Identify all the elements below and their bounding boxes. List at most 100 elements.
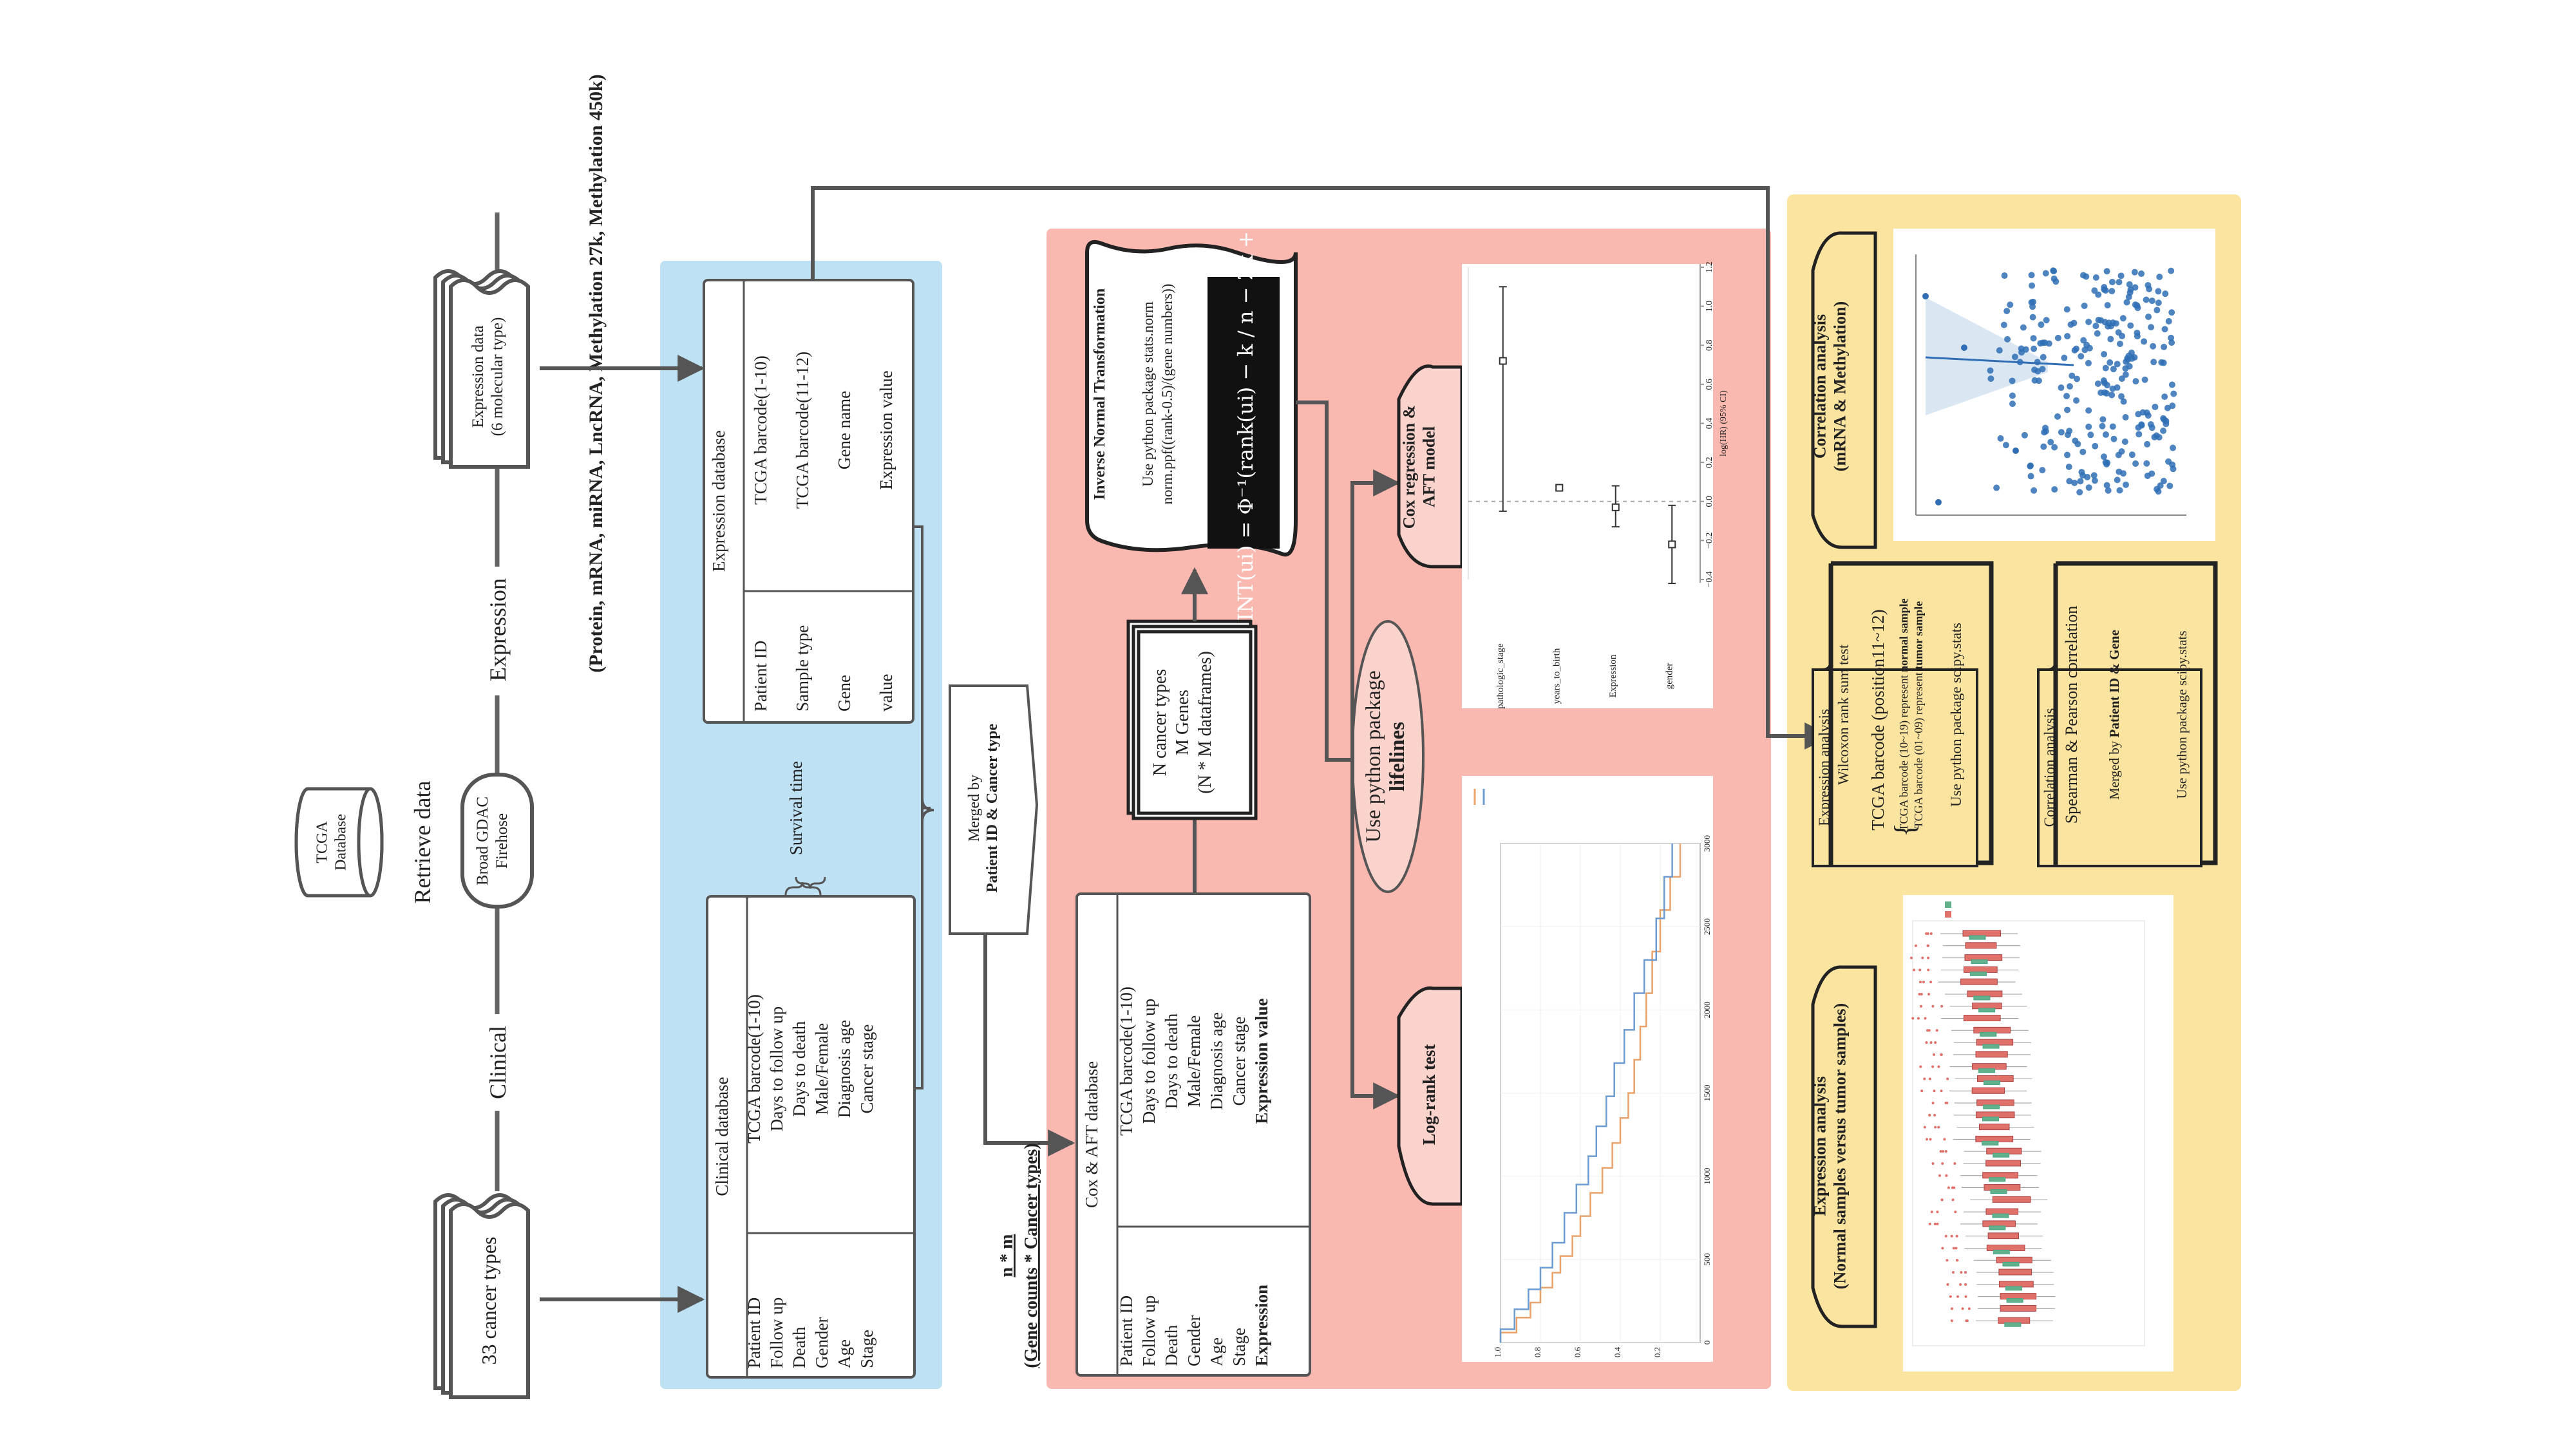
scatter-point	[2064, 333, 2071, 340]
scatter-point	[2080, 337, 2087, 344]
scatter-point	[2127, 322, 2134, 329]
scatter-point	[2029, 282, 2036, 289]
km-ytick: 0.4	[1613, 1346, 1622, 1357]
scatter-point	[2087, 431, 2094, 438]
boxplot-outlier	[1951, 1186, 1954, 1189]
text-line: Database	[332, 814, 349, 871]
scatter-point	[2155, 299, 2162, 306]
int-line1: Use python package stats.norm	[1140, 301, 1156, 487]
boxplot-normal-box	[2002, 1261, 2020, 1267]
scatter-point	[2028, 272, 2035, 279]
scatter-point	[2136, 431, 2143, 438]
km-curve	[1499, 844, 1673, 1343]
scatter-point	[2161, 393, 2168, 401]
scatter-point	[2144, 440, 2151, 448]
boxplot-outlier	[1929, 1138, 1932, 1141]
scatter-point	[2138, 270, 2145, 278]
scatter-point	[2170, 466, 2177, 473]
forest-point	[1499, 357, 1507, 365]
expression-database-table	[703, 279, 914, 724]
boxplot-outlier	[1928, 1113, 1931, 1117]
boxplot-outlier	[1929, 932, 1933, 935]
boxplot-outlier	[1953, 1162, 1956, 1165]
scatter-point	[2125, 294, 2132, 301]
arrow-expression-to-analysis	[811, 186, 1832, 750]
boxplot-tumor-box	[1979, 1124, 2010, 1131]
scatter-point	[2091, 477, 2098, 484]
boxplot-outlier	[1940, 1089, 1943, 1093]
km-ytick: 1.0	[1493, 1347, 1502, 1357]
scatter-point	[2155, 288, 2162, 295]
boxplot-outlier	[1961, 1307, 1964, 1310]
scatter-point	[2161, 326, 2168, 333]
scatter-point	[2065, 464, 2072, 471]
scatter-point	[2131, 269, 2138, 276]
scatter-point	[2168, 267, 2175, 274]
corr-analysis-subtitle: Spearman & Pearson correlation	[2062, 606, 2081, 824]
boxplot-outlier	[1940, 1004, 1944, 1008]
scatter-point	[2134, 333, 2141, 340]
lifelines-line2: lifelines	[1386, 722, 1409, 791]
boxplot-tumor-box	[1963, 1015, 2001, 1022]
scatter-point	[2101, 286, 2108, 293]
boxplot-outlier	[1927, 992, 1931, 995]
nm-label-line1: n * m	[997, 1234, 1017, 1278]
scatter-point	[2132, 378, 2139, 385]
survival-time-brace	[795, 876, 826, 889]
int-title: Inverse Normal Transformation	[1092, 288, 1108, 500]
correlation-bubble-label: Correlation analysis(mRNA & Methylation)	[1810, 301, 1849, 471]
scatter-point	[2031, 487, 2038, 494]
inverse-normal-transformation-block	[1085, 240, 1298, 557]
retrieve-data-label: Retrieve data	[410, 781, 435, 904]
boxplot-normal-box	[1989, 1177, 2006, 1182]
cox-regression-label: Cox regression &AFT model	[1399, 405, 1438, 529]
scatter-point	[2122, 371, 2129, 378]
scatter-point	[2018, 345, 2025, 352]
cox-left-field: Death	[1162, 1325, 1181, 1366]
scatter-point	[2009, 392, 2016, 399]
expression-bubble-label: Expression analysis(Normal samples versu…	[1810, 1003, 1849, 1289]
expression-database-title: Expression database	[709, 430, 728, 572]
boxplot-outlier	[1931, 1162, 1935, 1165]
boxplot-tumor-box	[2000, 1305, 2037, 1312]
scatter-point	[2166, 482, 2174, 489]
cox-left-field: Patient ID	[1117, 1296, 1136, 1366]
boxplot-outlier	[1955, 1247, 1958, 1250]
scatter-point	[2107, 359, 2114, 366]
corr-analysis-title: Correlation analysis	[2041, 708, 2058, 827]
scatter-point	[1997, 435, 2004, 442]
scatter-point	[2085, 423, 2092, 430]
boxplot-outlier	[1941, 1247, 1944, 1250]
scatter-point	[2027, 462, 2034, 469]
scatter-point	[2116, 487, 2123, 494]
text-line: AFT model	[1420, 426, 1439, 507]
boxplot-outlier	[1955, 1259, 1958, 1262]
scatter-point	[2146, 285, 2153, 292]
scatter-point	[2064, 406, 2071, 413]
boxplot-normal-box	[1980, 1032, 1997, 1037]
forest-point	[1555, 484, 1564, 492]
km-ytick: 0.2	[1653, 1347, 1662, 1357]
scatter-point	[2168, 334, 2175, 341]
boxplot-tumor-box	[1960, 978, 1998, 985]
scatter-point	[2141, 338, 2148, 345]
boxplot-outlier	[1944, 1234, 1947, 1238]
boxplot-outlier	[1964, 1283, 1967, 1286]
scatter-point	[2120, 470, 2127, 477]
scatter-point	[1935, 499, 1942, 505]
forest-tick-label: −0.4	[1705, 571, 1714, 587]
boxplot-tumor-box	[1975, 1051, 2008, 1058]
scatter-point	[2031, 377, 2038, 384]
int-line2: norm.ppf((rank-0.5)/(gene numbers))	[1159, 284, 1175, 505]
scatter-point	[2119, 332, 2126, 339]
boxplot-outlier	[1943, 1138, 1946, 1141]
boxplot-normal-box	[1969, 935, 1986, 940]
expression-analysis-box	[1812, 561, 1994, 867]
dataframes-stack	[1126, 619, 1258, 820]
scatter-point	[2083, 341, 2090, 348]
scatter-point	[2101, 389, 2108, 396]
text-line: Firehose	[493, 813, 511, 869]
scatter-point	[2160, 478, 2167, 485]
expr-brace: {	[1888, 823, 1921, 837]
